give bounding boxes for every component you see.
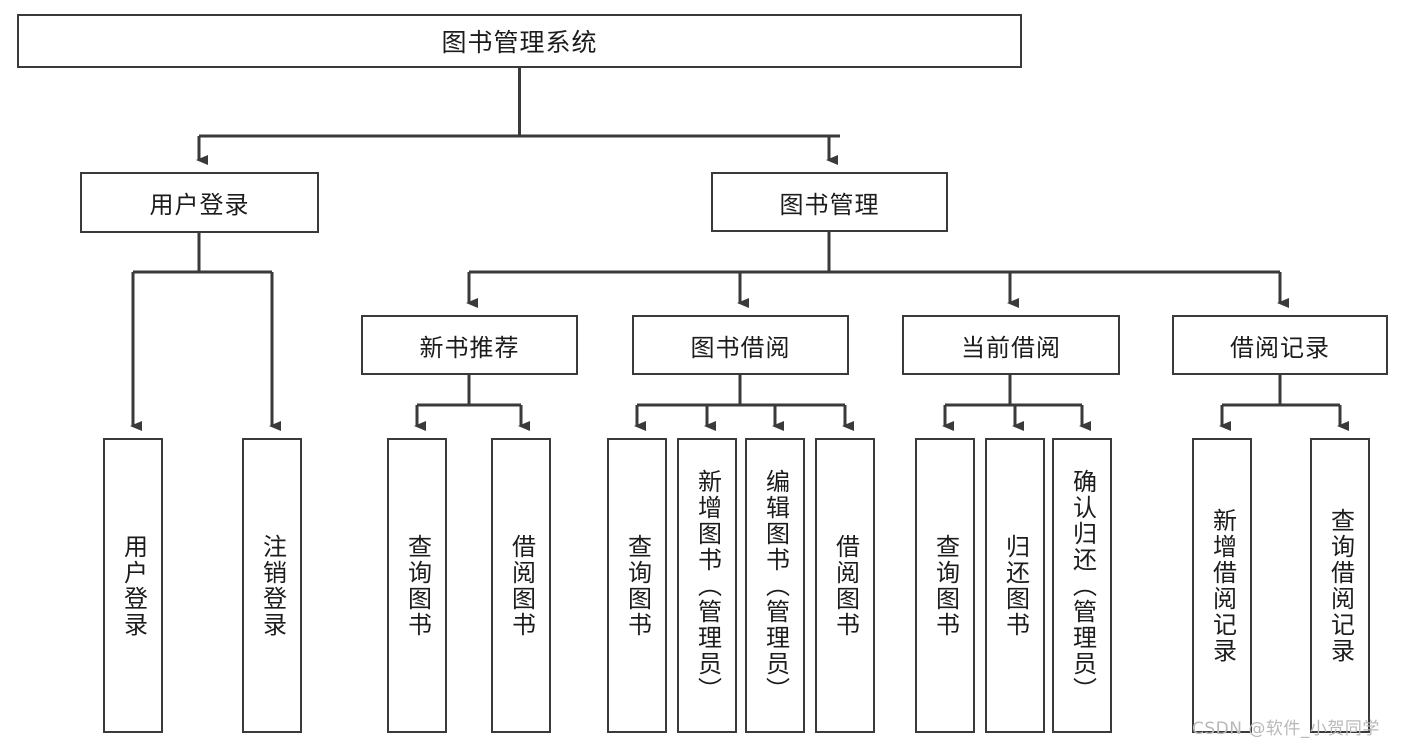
leaf-label: 归还图书 [1001,533,1030,638]
leaf-add-borrow-record[interactable]: 新增借阅记录 [1192,438,1252,733]
leaf-label: 编辑图书（管理员） [761,468,790,703]
leaf-label: 新增借阅记录 [1208,507,1237,664]
node-new-book-recommend[interactable]: 新书推荐 [361,315,578,375]
leaf-label: 确认归还（管理员） [1068,468,1097,703]
leaf-query-book-borrow[interactable]: 查询图书 [607,438,667,733]
node-book-manage[interactable]: 图书管理 [711,172,948,232]
leaf-label: 用户登录 [119,533,148,638]
leaf-return-book[interactable]: 归还图书 [985,438,1045,733]
csdn-watermark: CSDN @软件_小贺同学 [1192,719,1380,739]
node-borrow-record[interactable]: 借阅记录 [1172,315,1388,375]
leaf-query-borrow-record[interactable]: 查询借阅记录 [1310,438,1370,733]
leaf-user-login[interactable]: 用户登录 [103,438,163,733]
leaf-add-book-admin[interactable]: 新增图书（管理员） [677,438,737,733]
leaf-query-book-new-rec[interactable]: 查询图书 [387,438,447,733]
leaf-label: 查询图书 [931,533,960,638]
leaf-borrow-book-new-rec[interactable]: 借阅图书 [491,438,551,733]
leaf-label: 查询图书 [403,533,432,638]
leaf-label: 新增图书（管理员） [693,468,722,703]
node-user-login[interactable]: 用户登录 [80,172,319,233]
leaf-borrow-book[interactable]: 借阅图书 [815,438,875,733]
leaf-label: 借阅图书 [831,533,860,638]
leaf-label: 注销登录 [258,533,287,638]
leaf-label: 查询借阅记录 [1326,507,1355,664]
leaf-confirm-return-admin[interactable]: 确认归还（管理员） [1052,438,1112,733]
leaf-label: 查询图书 [623,533,652,638]
leaf-edit-book-admin[interactable]: 编辑图书（管理员） [745,438,805,733]
node-book-borrow[interactable]: 图书借阅 [632,315,849,375]
leaf-query-book-current[interactable]: 查询图书 [915,438,975,733]
leaf-logout-login[interactable]: 注销登录 [242,438,302,733]
node-current-borrow[interactable]: 当前借阅 [902,315,1120,375]
node-root-system[interactable]: 图书管理系统 [17,14,1022,68]
leaf-label: 借阅图书 [507,533,536,638]
